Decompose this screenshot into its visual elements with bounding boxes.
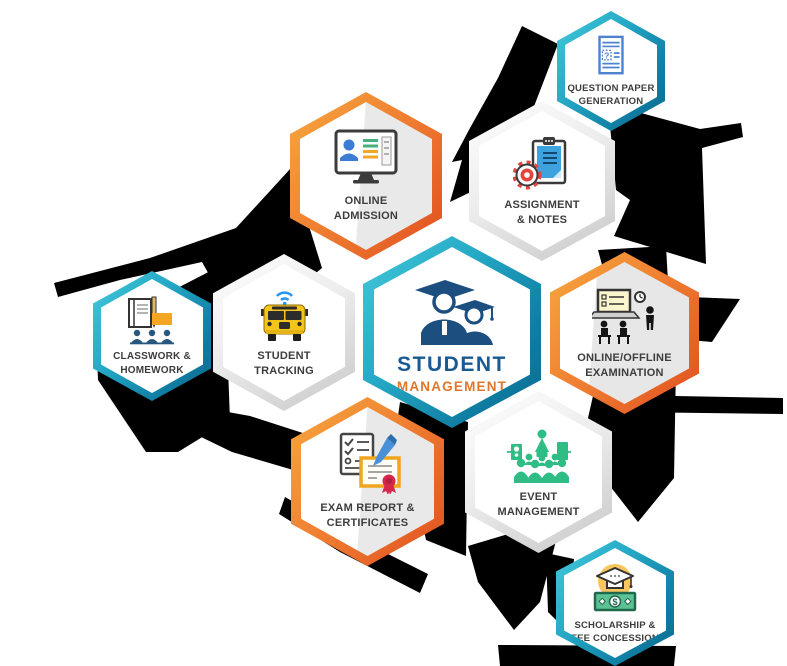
node-label: STUDENT TRACKING — [254, 350, 314, 377]
book-students-icon — [125, 295, 179, 345]
node-face: ASSIGNMENT & NOTES — [479, 111, 605, 251]
center-title-line2: MANAGEMENT — [396, 378, 508, 394]
node-label: CLASSWORK & HOMEWORK — [113, 351, 191, 376]
report-certificate-icon — [335, 432, 401, 495]
svg-text:$: $ — [612, 597, 617, 607]
question-paper-icon: ? — [589, 34, 633, 78]
school-bus-icon — [255, 286, 313, 342]
node-face: ? QUESTION PAPER GENERATION — [565, 19, 657, 123]
node-label: ASSIGNMENT & NOTES — [504, 198, 580, 226]
node-label: EVENT MANAGEMENT — [497, 490, 580, 518]
node-label: ONLINE ADMISSION — [333, 194, 399, 222]
node-label: EXAM REPORT & CERTIFICATES — [320, 502, 415, 529]
admission-monitor-icon — [333, 129, 399, 187]
graduates-icon — [409, 271, 495, 345]
clipboard-gear-icon — [513, 135, 571, 191]
node-label: QUESTION PAPER GENERATION — [567, 82, 655, 107]
node-face: EVENT MANAGEMENT — [475, 401, 602, 543]
node-scholarship-fee-concession: $ SCHOLARSHIP & FEE CONCESSION — [556, 540, 674, 666]
node-question-paper-generation: ? QUESTION PAPER GENERATION — [557, 11, 665, 131]
exam-room-icon — [591, 286, 658, 344]
node-face: EXAM REPORT & CERTIFICATES — [301, 407, 434, 556]
svg-text:?: ? — [604, 50, 609, 60]
node-event-management: EVENT MANAGEMENT — [465, 391, 612, 553]
node-online-admission: ONLINE ADMISSION — [290, 92, 442, 260]
node-face: $ SCHOLARSHIP & FEE CONCESSION — [564, 548, 666, 658]
node-label: SCHOLARSHIP & FEE CONCESSION — [571, 619, 659, 644]
cap-money-icon: $ — [587, 561, 643, 615]
node-face: CLASSWORK & HOMEWORK — [101, 279, 203, 393]
node-face: ONLINE ADMISSION — [300, 102, 432, 250]
node-label: ONLINE/OFFLINE EXAMINATION — [577, 351, 672, 379]
center-title-line1: STUDENT — [397, 352, 507, 376]
crowd-speaker-icon — [505, 425, 573, 483]
node-face: ONLINE/OFFLINE EXAMINATION — [560, 262, 689, 404]
node-face: STUDENT TRACKING — [223, 264, 345, 401]
node-face: STUDENT MANAGEMENT — [374, 247, 530, 417]
